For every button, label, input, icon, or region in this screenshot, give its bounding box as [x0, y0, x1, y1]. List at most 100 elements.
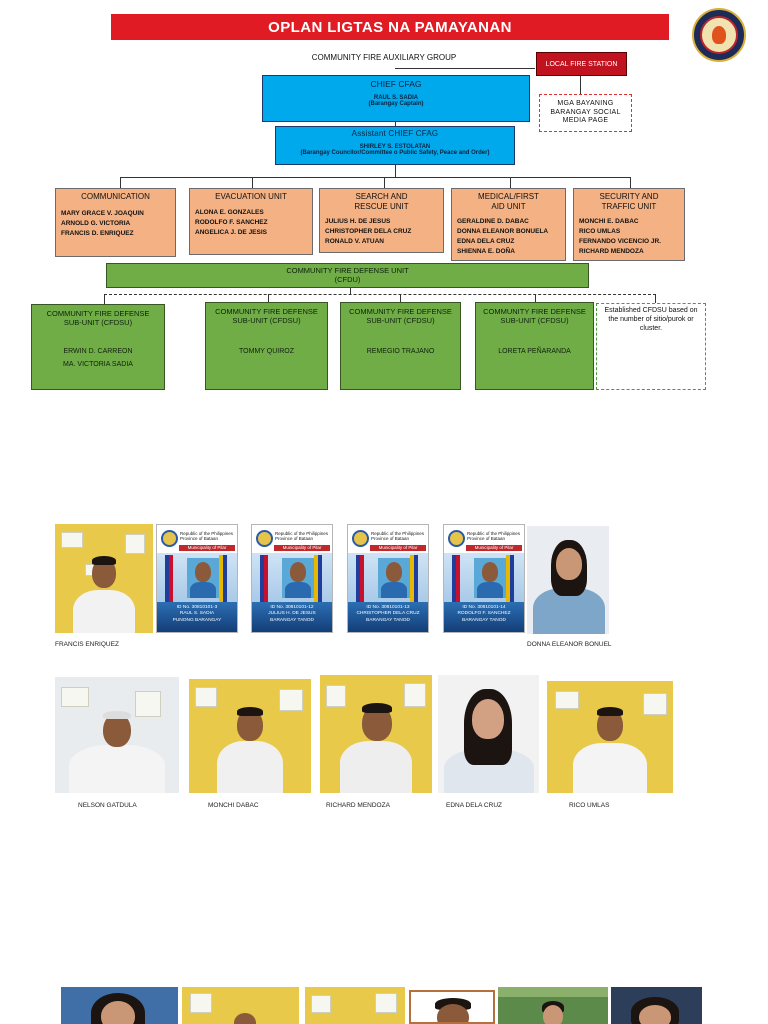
unit-title: EVACUATION UNIT	[215, 192, 287, 201]
id-position: BARANGAY TANOD	[270, 617, 314, 623]
connector-line	[395, 165, 396, 177]
id-name: RAUL S. SADIA	[179, 611, 215, 617]
unit-title: COMMUNICATION	[81, 192, 150, 201]
connector-line	[120, 177, 121, 188]
photo-donna-eleanor-bonuel	[527, 526, 609, 634]
cfdsu-title: COMMUNITY FIRE DEFENSE	[46, 309, 150, 318]
unit-communication: COMMUNICATION MARY GRACE V. JOAQUIN ARNO…	[55, 188, 176, 257]
cfdu-box: COMMUNITY FIRE DEFENSE UNIT (CFDU)	[106, 263, 589, 288]
unit-member: ANGELICA J. DE JESIS	[195, 228, 267, 236]
bfp-seal-icon	[692, 8, 746, 62]
photo-partial	[409, 990, 495, 1024]
id-position: BARANGAY TANOD	[462, 617, 506, 623]
cfdsu-member: LORETA PEÑARANDA	[498, 348, 571, 355]
id-name: JULIUS H. DE JESUS	[268, 611, 316, 617]
photo-caption: FRANCIS ENRIQUEZ	[55, 641, 119, 648]
unit-member: FRANCIS D. ENRIQUEZ	[61, 229, 134, 237]
photo-caption: DONNA ELEANOR BONUEL	[527, 641, 612, 648]
unit-member: GERALDINE D. DABAC	[457, 218, 529, 226]
unit-title-2: TRAFFIC UNIT	[601, 201, 657, 211]
cfdu-abbrev: (CFDU)	[334, 274, 361, 284]
page-title-bar: OPLAN LIGTAS NA PAMAYANAN	[111, 14, 669, 40]
connector-line	[350, 288, 351, 294]
id-municipality: Municipality of Pilar	[274, 545, 330, 551]
connector-line	[268, 294, 269, 302]
unit-member: JULIUS H. DE JESUS	[325, 218, 391, 226]
unit-member: ALONA E. GONZALES	[195, 208, 264, 216]
cfdsu-abbrev: SUB-UNIT (CFDSU)	[232, 316, 301, 325]
unit-member: RODOLFO F. SANCHEZ	[195, 218, 268, 226]
id-municipality: Municipality of Pilar	[466, 545, 522, 551]
photo-rico-umlas	[547, 681, 673, 793]
photo-monchi-dabac	[189, 679, 311, 793]
unit-title: SECURITY AND	[599, 192, 659, 201]
established-note: Established CFDSU based on the number of…	[596, 303, 706, 390]
connector-line	[510, 177, 511, 188]
cfdsu-title: COMMUNITY FIRE DEFENSE	[215, 307, 318, 316]
unit-title-2: RESCUE UNIT	[354, 201, 409, 211]
id-municipality: Municipality of Pilar	[370, 545, 426, 551]
connector-line	[535, 294, 536, 302]
cfdsu-member: REMEGIO TRAJANO	[366, 348, 435, 355]
unit-member: SHIENNA E. DOÑA	[457, 248, 515, 256]
unit-member: ARNOLD G. VICTORIA	[61, 219, 131, 227]
photo-richard-mendoza	[320, 675, 432, 793]
photo-nelson-gatdula	[55, 677, 179, 793]
page-title: OPLAN LIGTAS NA PAMAYANAN	[268, 18, 512, 36]
cfdsu-member: MA. VICTORIA SADIA	[63, 361, 133, 369]
connector-line	[580, 76, 581, 94]
assistant-name: SHIRLEY S. ESTOLATAN	[359, 144, 431, 150]
cfdsu-member: TOMMY QUIROZ	[239, 348, 294, 355]
cfdu-title: COMMUNITY FIRE DEFENSE UNIT	[286, 266, 409, 275]
photo-francis-enriquez	[55, 524, 153, 633]
cfdsu-abbrev: SUB-UNIT (CFDSU)	[366, 316, 435, 325]
assistant-title: Assistant CHIEF CFAG	[351, 129, 439, 138]
chief-role: (Barangay Captain)	[368, 101, 424, 107]
unit-title: SEARCH AND	[355, 192, 408, 201]
connector-dashed-line	[104, 294, 656, 295]
photo-caption: NELSON GATDULA	[78, 802, 137, 809]
connector-line	[252, 177, 253, 188]
photo-caption: EDNA DELA CRUZ	[446, 802, 502, 809]
cfdsu-title: COMMUNITY FIRE DEFENSE	[483, 307, 586, 316]
unit-evacuation: EVACUATION UNIT ALONA E. GONZALES RODOLF…	[189, 188, 313, 255]
assistant-chief-box: Assistant CHIEF CFAG SHIRLEY S. ESTOLATA…	[275, 126, 515, 165]
connector-line	[400, 294, 401, 302]
social-media-line-2: BARANGAY SOCIAL	[550, 108, 621, 116]
id-municipality: Municipality of Pilar	[179, 545, 235, 551]
cfdsu-abbrev: SUB-UNIT (CFDSU)	[500, 316, 569, 325]
unit-member: RONALD V. ATUAN	[325, 238, 384, 246]
cfdsu-member: ERWIN D. CARREON	[63, 348, 133, 355]
unit-member: DONNA ELEANOR BONUELA	[457, 228, 549, 236]
photo-caption: RICHARD MENDOZA	[326, 802, 390, 809]
unit-member: RICO UMLAS	[579, 228, 621, 236]
cfdsu-title: COMMUNITY FIRE DEFENSE	[349, 307, 452, 316]
id-position: BARANGAY TANOD	[366, 617, 410, 623]
id-number: ID No. 30810101-3	[176, 605, 218, 610]
id-name: RODOLFO F. SANCHEZ	[457, 611, 511, 617]
id-number: ID No. 30810101-14	[462, 605, 506, 610]
photo-caption: RICO UMLAS	[569, 802, 610, 809]
chief-cfag-box: CHIEF CFAG RAUL S. SADIA (Barangay Capta…	[262, 75, 530, 122]
unit-member: FERNANDO VICENCIO JR.	[579, 238, 661, 246]
unit-title: MEDICAL/FIRST	[478, 192, 539, 201]
local-fire-station-box: LOCAL FIRE STATION	[536, 52, 627, 76]
social-media-line-3: MEDIA PAGE	[562, 117, 609, 125]
connector-line	[395, 122, 396, 126]
unit-member: RICHARD MENDOZA	[579, 248, 644, 256]
connector-line	[384, 177, 385, 188]
id-number: ID No. 30810101-13	[366, 605, 410, 610]
photo-partial	[61, 987, 178, 1024]
